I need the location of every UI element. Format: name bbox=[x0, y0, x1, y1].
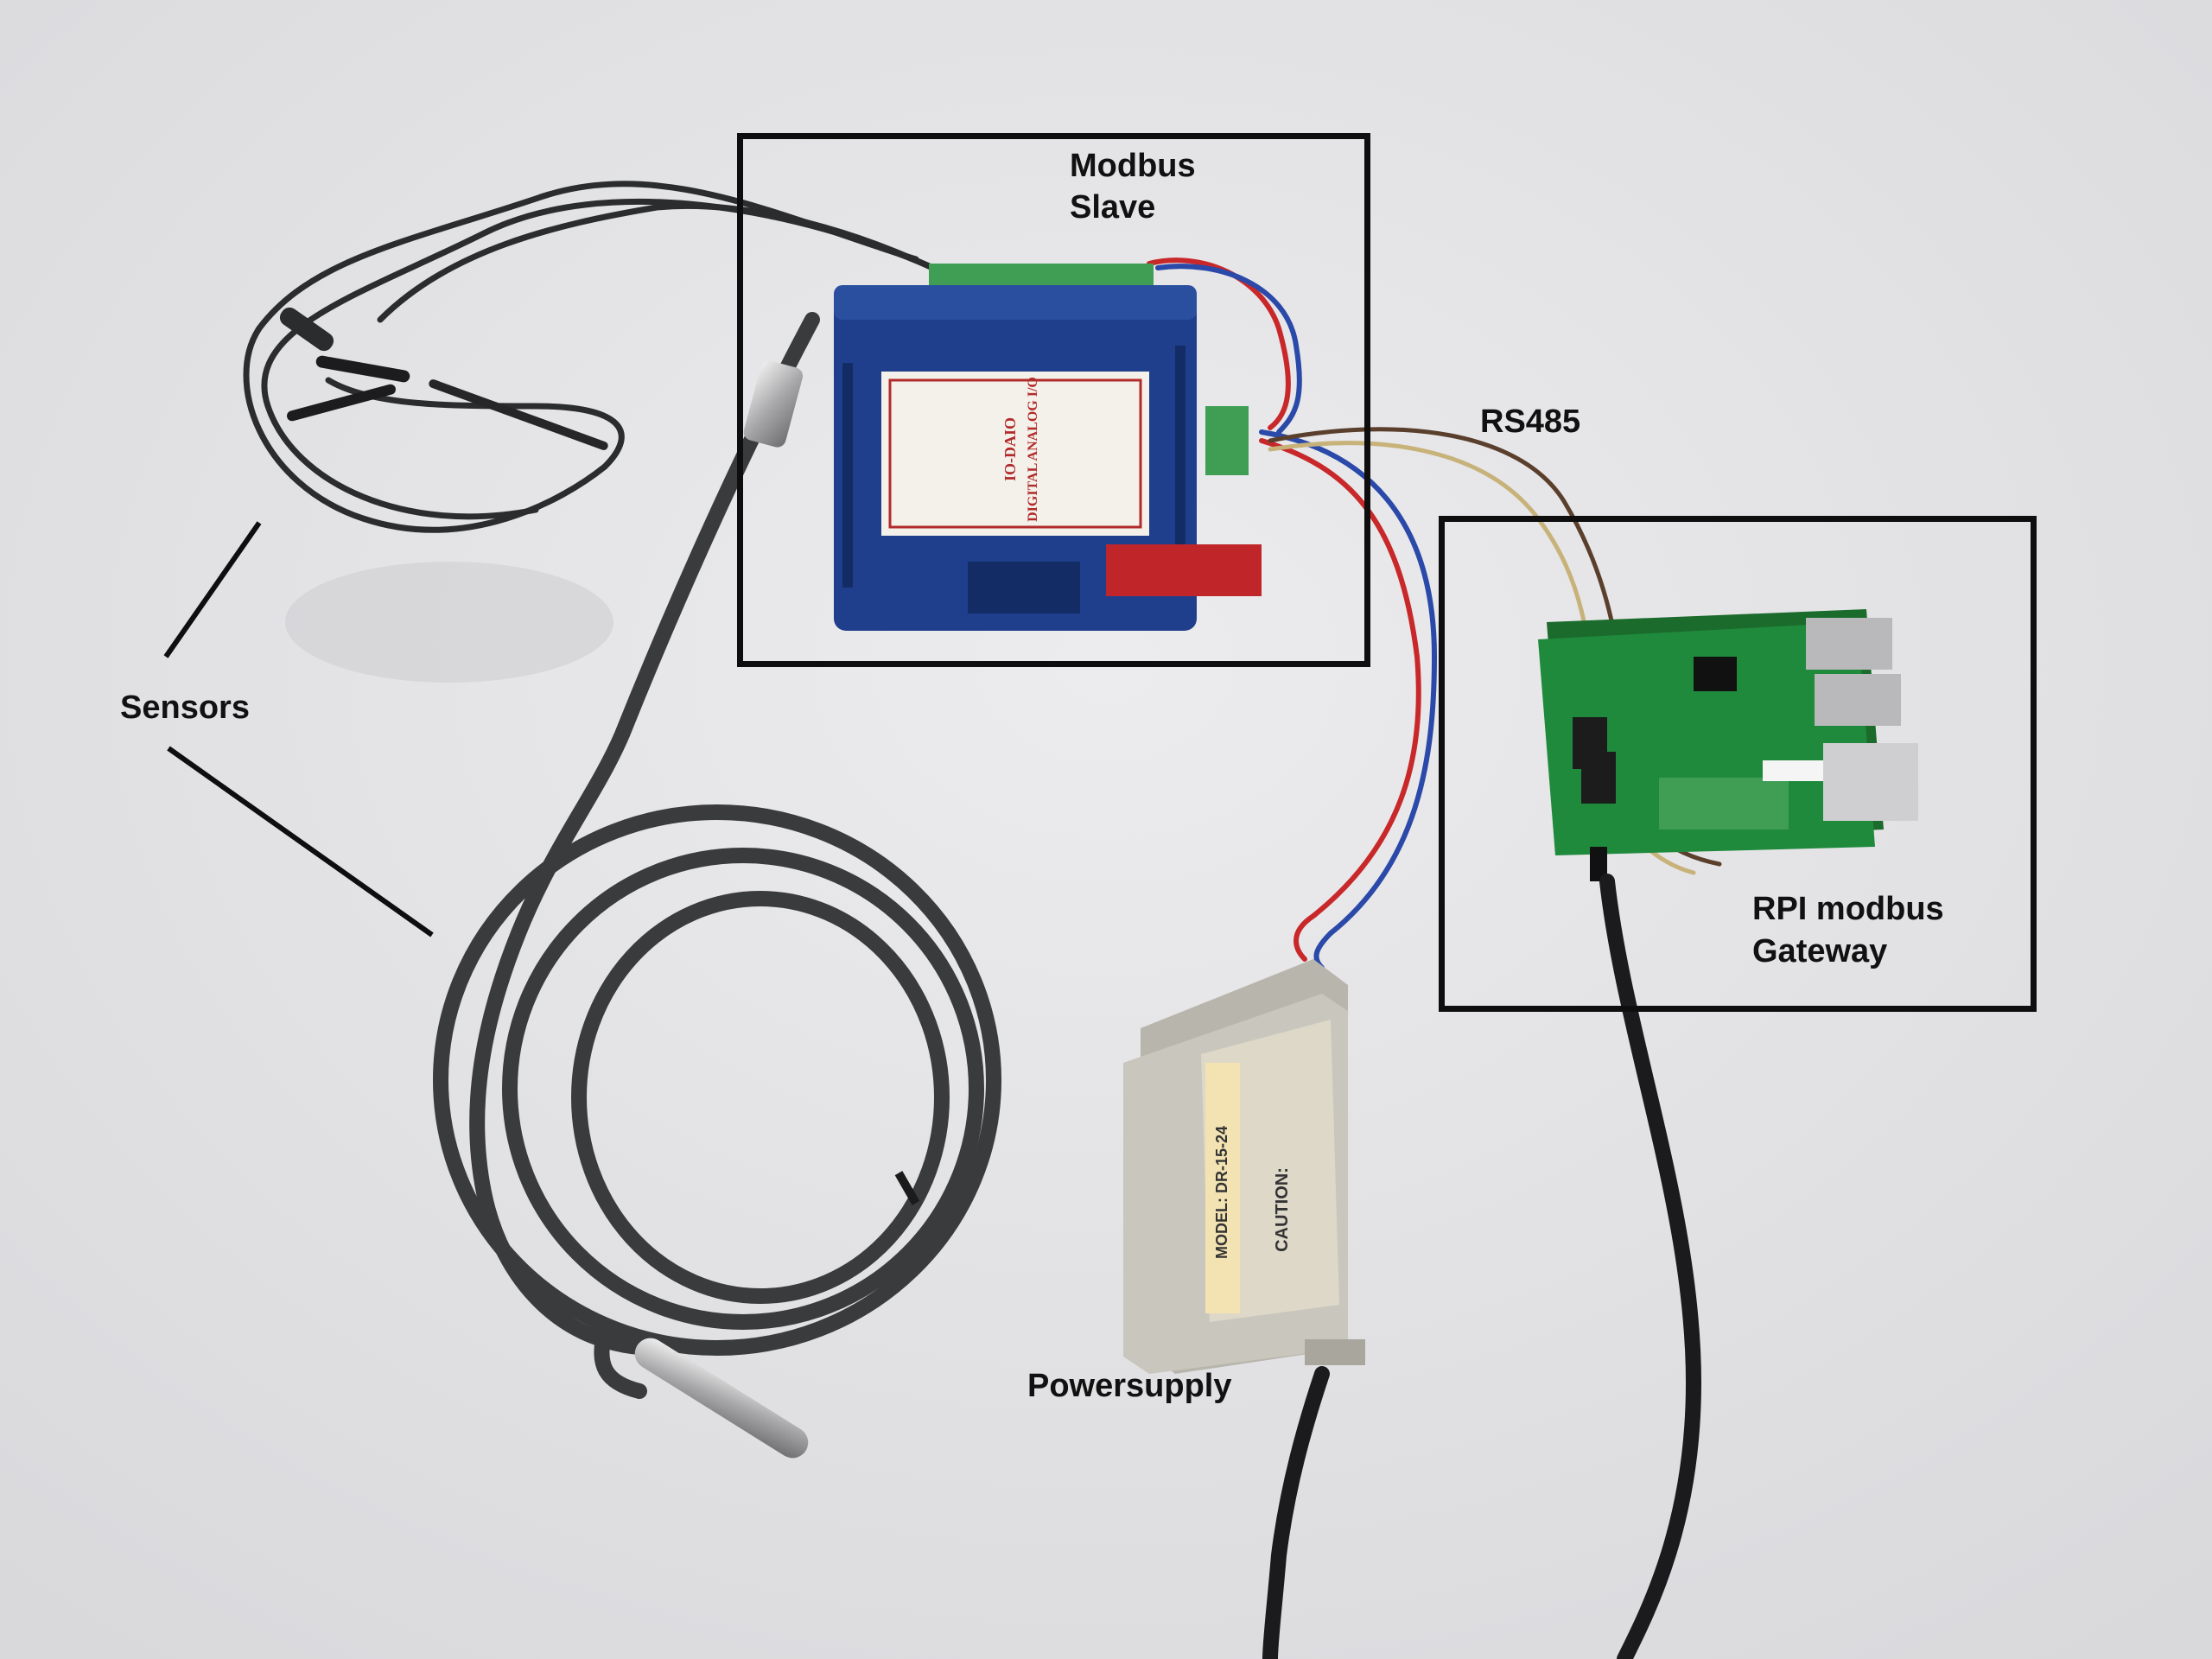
psu-caution: CAUTION: bbox=[1273, 1167, 1292, 1252]
io-module bbox=[834, 264, 1262, 631]
psu-model: MODEL: DR-15-24 bbox=[1213, 1126, 1230, 1259]
cable-shadow bbox=[285, 562, 613, 683]
power-supply bbox=[1123, 959, 1365, 1374]
top-sensor-probes bbox=[279, 307, 608, 450]
modbus-slave-box bbox=[737, 133, 1370, 667]
label-rs485: RS485 bbox=[1480, 404, 1581, 440]
label-rpi-gateway-line1: RPI modbus bbox=[1752, 891, 1944, 927]
top-sensor-cables bbox=[243, 181, 954, 533]
sensors-pointer-lower bbox=[167, 746, 434, 938]
label-modbus-slave-line1: Modbus bbox=[1070, 148, 1196, 184]
psu-power-cable bbox=[1262, 1366, 1330, 1659]
io-module-title: IO-DAIO bbox=[1001, 417, 1019, 481]
zip-tie bbox=[894, 1171, 920, 1205]
gateway-power-cable bbox=[1599, 874, 1702, 1659]
label-powersupply: Powersupply bbox=[1027, 1368, 1232, 1404]
rpi-gateway bbox=[1538, 609, 1918, 881]
label-rpi-gateway-line2: Gateway bbox=[1752, 933, 1888, 969]
label-modbus-slave-line2: Slave bbox=[1070, 189, 1156, 226]
io-module-subtitle: DIGITAL ANALOG I/O bbox=[1026, 377, 1040, 522]
label-sensors: Sensors bbox=[120, 690, 250, 726]
rpi-gateway-box bbox=[1439, 516, 2037, 1012]
sensors-pointer-upper bbox=[163, 521, 262, 658]
cable-sleeve bbox=[743, 360, 804, 448]
coiled-sensor-cable bbox=[433, 312, 1001, 1399]
metal-probe bbox=[634, 1338, 809, 1459]
